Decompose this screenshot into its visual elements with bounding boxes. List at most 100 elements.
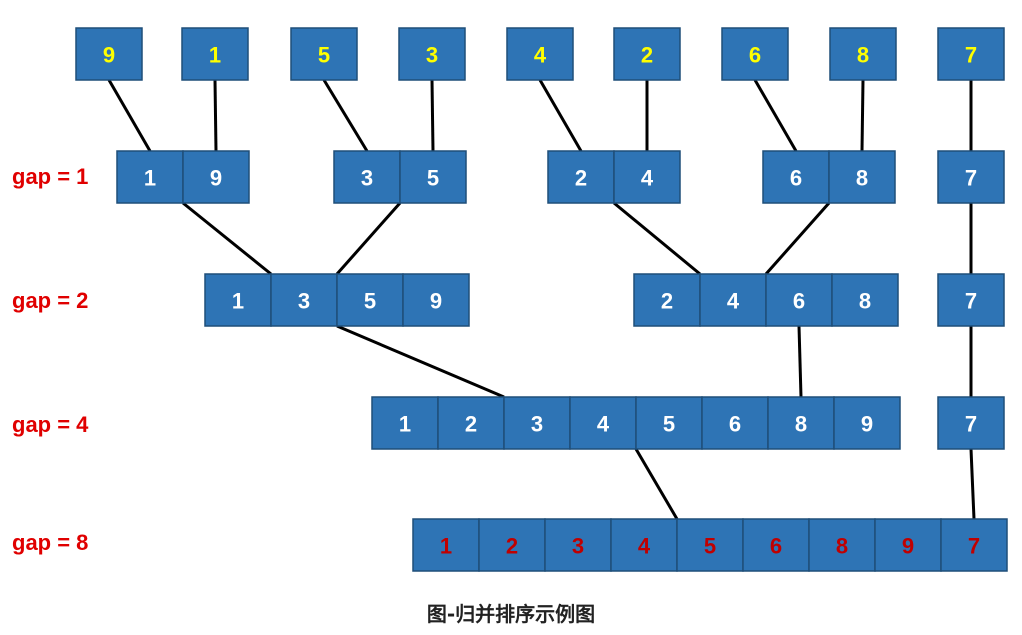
number-cell bbox=[808, 518, 876, 572]
number-label: 1 bbox=[440, 534, 452, 559]
number-label: 2 bbox=[575, 166, 587, 191]
number-cell bbox=[937, 273, 1005, 327]
number-cell bbox=[940, 518, 1008, 572]
merge-edge bbox=[797, 325, 803, 398]
row-2-group-0: 1 3 5 9 bbox=[204, 273, 470, 327]
number-cell bbox=[437, 396, 505, 450]
number-label: 7 bbox=[968, 534, 980, 559]
row-0-group-6: 6 bbox=[721, 27, 789, 81]
number-cell bbox=[398, 27, 466, 81]
number-cell bbox=[204, 273, 272, 327]
number-label: 2 bbox=[661, 289, 673, 314]
number-label: 3 bbox=[298, 289, 310, 314]
number-label: 9 bbox=[210, 166, 222, 191]
number-label: 9 bbox=[103, 43, 115, 68]
number-label: 1 bbox=[144, 166, 156, 191]
merge-edge bbox=[613, 201, 701, 276]
number-label: 4 bbox=[638, 534, 651, 559]
number-label: 3 bbox=[531, 412, 543, 437]
number-label: 3 bbox=[361, 166, 373, 191]
merge-edge bbox=[335, 202, 402, 275]
merge-edge bbox=[538, 79, 583, 152]
number-cell bbox=[116, 150, 184, 204]
row-2-group-2: 7 bbox=[937, 273, 1005, 327]
number-label: 8 bbox=[856, 166, 868, 191]
merge-edge bbox=[764, 202, 831, 275]
number-label: 1 bbox=[399, 412, 411, 437]
gap-label-1: gap = 1 bbox=[12, 164, 89, 189]
number-label: 5 bbox=[364, 289, 376, 314]
number-label: 5 bbox=[704, 534, 716, 559]
number-cell bbox=[613, 150, 681, 204]
number-label: 5 bbox=[427, 166, 439, 191]
number-cell bbox=[937, 150, 1005, 204]
number-label: 5 bbox=[663, 412, 675, 437]
number-cell bbox=[478, 518, 546, 572]
number-label: 2 bbox=[465, 412, 477, 437]
number-cell bbox=[182, 150, 250, 204]
number-cell bbox=[506, 27, 574, 81]
number-label: 6 bbox=[793, 289, 805, 314]
number-cell bbox=[503, 396, 571, 450]
number-label: 6 bbox=[749, 43, 761, 68]
number-cell bbox=[937, 27, 1005, 81]
number-cell bbox=[402, 273, 470, 327]
number-label: 8 bbox=[859, 289, 871, 314]
number-label: 9 bbox=[861, 412, 873, 437]
row-0-group-5: 2 bbox=[613, 27, 681, 81]
number-cell bbox=[75, 27, 143, 81]
row-0-group-3: 3 bbox=[398, 27, 466, 81]
number-label: 6 bbox=[790, 166, 802, 191]
gap-label-2: gap = 2 bbox=[12, 288, 89, 313]
number-cell bbox=[874, 518, 942, 572]
number-label: 8 bbox=[836, 534, 848, 559]
merge-edge bbox=[430, 79, 435, 152]
number-label: 8 bbox=[857, 43, 869, 68]
number-cell bbox=[371, 396, 439, 450]
row-1-group-4: 7 bbox=[937, 150, 1005, 204]
number-cell bbox=[765, 273, 833, 327]
merge-edge bbox=[322, 79, 369, 152]
number-label: 7 bbox=[965, 289, 977, 314]
number-label: 2 bbox=[641, 43, 653, 68]
row-0-group-4: 4 bbox=[506, 27, 574, 81]
number-label: 1 bbox=[232, 289, 244, 314]
number-label: 2 bbox=[506, 534, 518, 559]
number-label: 4 bbox=[641, 166, 654, 191]
number-cell bbox=[412, 518, 480, 572]
number-cell bbox=[828, 150, 896, 204]
row-0-group-8: 7 bbox=[937, 27, 1005, 81]
figure-caption: 图-归并排序示例图 bbox=[426, 602, 596, 626]
number-label: 4 bbox=[597, 412, 610, 437]
number-cell bbox=[613, 27, 681, 81]
number-cell bbox=[181, 27, 249, 81]
merge-edge bbox=[860, 79, 865, 152]
number-cell bbox=[399, 150, 467, 204]
merge-edge bbox=[213, 79, 218, 152]
number-label: 3 bbox=[426, 43, 438, 68]
row-0-group-7: 8 bbox=[829, 27, 897, 81]
number-cell bbox=[547, 150, 615, 204]
number-label: 5 bbox=[318, 43, 330, 68]
number-cell bbox=[290, 27, 358, 81]
gap-label-8: gap = 8 bbox=[12, 530, 89, 555]
merge-edge bbox=[182, 201, 272, 276]
number-cell bbox=[833, 396, 901, 450]
gap-label-4: gap = 4 bbox=[12, 412, 89, 437]
number-cell bbox=[721, 27, 789, 81]
merge-edge bbox=[107, 79, 152, 152]
number-label: 6 bbox=[729, 412, 741, 437]
number-cell bbox=[829, 27, 897, 81]
number-label: 8 bbox=[795, 412, 807, 437]
number-label: 9 bbox=[430, 289, 442, 314]
number-cell bbox=[937, 396, 1005, 450]
row-0-group-1: 1 bbox=[181, 27, 249, 81]
number-cell bbox=[831, 273, 899, 327]
number-cell bbox=[742, 518, 810, 572]
number-cell bbox=[333, 150, 401, 204]
merge-edge bbox=[336, 324, 505, 399]
